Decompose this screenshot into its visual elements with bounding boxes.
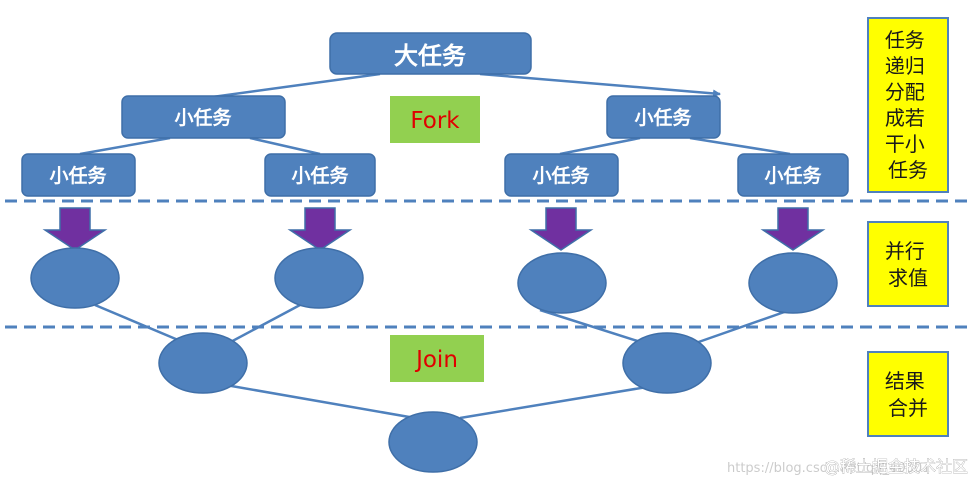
join-result-node xyxy=(158,332,248,394)
side-label-line: 并行 xyxy=(885,239,925,263)
fork-connectors xyxy=(79,72,791,156)
side-label-line: 任务 xyxy=(888,158,928,182)
leaf-task-node-4: 小任务 xyxy=(737,153,849,197)
leaf-task-node-2: 小任务 xyxy=(264,153,376,197)
side-label-line: 分配 xyxy=(885,80,925,104)
root-task-node: 大任务 xyxy=(329,32,532,75)
fork-label-box: Fork xyxy=(390,96,480,143)
side-label-parallel: 并行 求值 xyxy=(867,221,949,307)
parallel-result-node xyxy=(274,247,364,309)
side-label-line: 求值 xyxy=(888,266,928,290)
leaf-task-label: 小任务 xyxy=(764,164,822,187)
subtask-label: 小任务 xyxy=(174,106,232,129)
subtask-label: 小任务 xyxy=(634,106,692,129)
side-label-line: 任务 xyxy=(885,28,925,52)
side-label-line: 成若 xyxy=(885,106,925,130)
fork-label: Fork xyxy=(410,108,460,134)
side-label-merge: 结果 合并 xyxy=(867,351,949,437)
svg-text:任务 递归 分配 成若: 任务 递归 分配 成若 干小 任务 xyxy=(885,28,931,182)
leaf-task-label: 小任务 xyxy=(532,164,590,187)
down-arrow-icon xyxy=(528,207,594,251)
join-label-box: Join xyxy=(390,335,484,382)
side-label-split: 任务 递归 分配 成若 干小 任务 xyxy=(867,17,949,193)
side-label-line: 干小 xyxy=(885,132,925,156)
svg-text:结果 合并: 结果 合并 xyxy=(885,369,931,420)
final-result-node xyxy=(388,411,478,473)
svg-text:并行 求值: 并行 求值 xyxy=(885,239,931,290)
parallel-result-node xyxy=(30,247,120,309)
leaf-task-label: 小任务 xyxy=(291,164,349,187)
parallel-result-node xyxy=(517,252,607,314)
watermark-url: https://blog.csdn.net/qq_40001 xyxy=(727,461,930,476)
leaf-task-node-1: 小任务 xyxy=(21,153,136,197)
subtask-node-right: 小任务 xyxy=(606,95,721,139)
join-result-node xyxy=(622,332,712,394)
side-label-line: 结果 xyxy=(885,369,925,393)
down-arrow-icon xyxy=(760,207,826,251)
down-arrow-icon xyxy=(42,207,108,251)
side-label-line: 递归 xyxy=(885,54,925,78)
parallel-result-node xyxy=(748,252,838,314)
watermark-brand: @稀土掘金技术社区 xyxy=(824,457,968,476)
root-task-label: 大任务 xyxy=(394,42,467,70)
subtask-node-left: 小任务 xyxy=(121,95,286,139)
join-label: Join xyxy=(414,347,458,373)
leaf-task-label: 小任务 xyxy=(49,164,107,187)
side-label-line: 合并 xyxy=(888,396,928,420)
down-arrow-icon xyxy=(287,207,353,251)
leaf-task-node-3: 小任务 xyxy=(504,153,619,197)
